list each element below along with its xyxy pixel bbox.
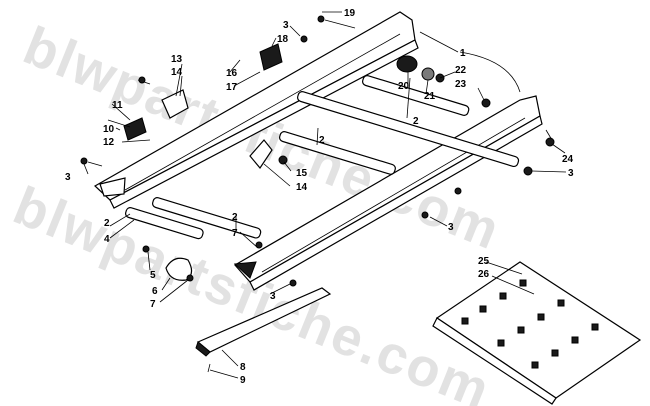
callout-26: 26 xyxy=(478,269,490,280)
callout-23: 23 xyxy=(455,79,467,90)
callout-14: 14 xyxy=(296,182,308,193)
callout-11: 11 xyxy=(112,100,123,111)
callout-6: 6 xyxy=(152,286,158,297)
callout-3: 3 xyxy=(65,172,71,183)
callout-16: 16 xyxy=(226,68,238,79)
callout-2: 2 xyxy=(319,135,325,146)
cross-shaft xyxy=(125,75,520,240)
wear-strip xyxy=(195,287,332,373)
callout-25: 25 xyxy=(478,256,490,267)
callout-7: 7 xyxy=(232,228,238,239)
callout-19: 19 xyxy=(344,8,356,19)
callout-2: 2 xyxy=(104,218,110,229)
callout-7: 7 xyxy=(150,299,156,310)
callout-9: 9 xyxy=(240,375,246,386)
bumper-block xyxy=(165,257,193,281)
callout-1: 1 xyxy=(460,48,466,59)
callout-2: 2 xyxy=(232,212,238,223)
callout-18: 18 xyxy=(277,34,289,45)
callout-8: 8 xyxy=(240,362,246,373)
callout-10: 10 xyxy=(103,124,115,135)
rear-slide-rail xyxy=(93,11,419,209)
callouts: 1 2 2 2 2 3 3 3 3 3 4 5 6 7 7 8 9 10 11 … xyxy=(65,8,574,386)
callout-22: 22 xyxy=(455,65,467,76)
callout-15: 15 xyxy=(296,168,308,179)
callout-5: 5 xyxy=(150,270,156,281)
callout-20: 20 xyxy=(398,81,410,92)
limiter-block xyxy=(123,43,283,141)
track xyxy=(432,261,642,405)
leader-lines xyxy=(83,11,567,379)
callout-4: 4 xyxy=(104,234,110,245)
callout-12: 12 xyxy=(103,137,115,148)
callout-3: 3 xyxy=(270,291,276,302)
roller-wheel xyxy=(396,55,491,108)
callout-3: 3 xyxy=(283,20,289,31)
callout-24: 24 xyxy=(562,154,574,165)
callout-21: 21 xyxy=(424,91,436,102)
callout-2: 2 xyxy=(413,116,419,127)
callout-17: 17 xyxy=(226,82,238,93)
pivot-bracket xyxy=(161,89,273,170)
callout-14: 14 xyxy=(171,67,183,78)
bolt-hardware xyxy=(80,15,555,287)
callout-3: 3 xyxy=(568,168,574,179)
callout-13: 13 xyxy=(171,54,183,65)
callout-3: 3 xyxy=(448,222,454,233)
